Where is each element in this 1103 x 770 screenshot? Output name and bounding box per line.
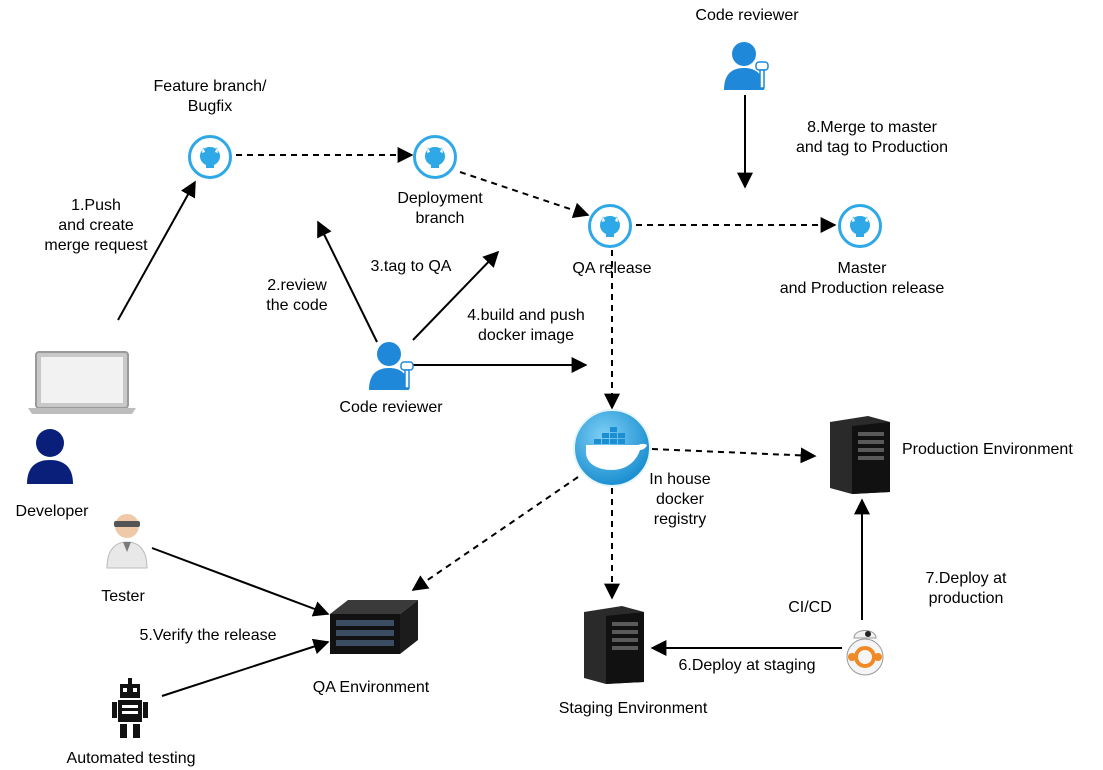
edge-deploy-staging-label: 6.Deploy at staging [678, 657, 816, 674]
tester-icon [106, 514, 148, 569]
master-github-icon [838, 204, 882, 248]
edge-tag-qa-label: 3.tag to QA [370, 258, 452, 275]
deployment-branch-label: Deployment branch [397, 190, 483, 227]
code-reviewer-top-icon [724, 42, 769, 90]
qa-env-label: QA Environment [312, 679, 430, 696]
docker-registry-icon [573, 409, 651, 487]
master-label: Master and Production release [779, 260, 945, 297]
edge-deploy-production-label: 7.Deploy at production [925, 570, 1007, 607]
edge-registry-to-production [651, 447, 817, 464]
edge-tag-qa [412, 250, 500, 341]
edge-registry-to-qa-env [411, 476, 579, 591]
qa-server-icon [330, 600, 418, 654]
production-env-label: Production Environment [902, 441, 1073, 458]
developer-icon [27, 429, 73, 484]
edge-push [117, 180, 196, 321]
edge-push-label: 1.Push and create merge request [44, 197, 148, 254]
edge-build-push-label: 4.build and push docker image [467, 307, 585, 344]
cicd-droid-icon [846, 630, 884, 676]
qa-release-label: QA release [572, 260, 652, 277]
code-reviewer-top-label: Code reviewer [695, 7, 799, 24]
tester-label: Tester [101, 588, 145, 605]
cicd-label: CI/CD [788, 599, 832, 616]
laptop-icon [28, 351, 136, 414]
automated-testing-label: Automated testing [66, 750, 196, 767]
feature-branch-label: Feature branch/ Bugfix [153, 78, 267, 115]
feature-branch-github-icon [188, 135, 232, 179]
edge-verify-label: 5.Verify the release [139, 627, 277, 644]
staging-server-icon [584, 606, 644, 684]
robot-icon [112, 678, 148, 738]
staging-env-label: Staging Environment [558, 700, 708, 717]
edge-automated-verify [161, 638, 330, 697]
edge-deployment-to-qa-release [459, 171, 590, 218]
code-reviewer-mid-icon [369, 342, 414, 390]
edge-review [317, 220, 378, 343]
edge-merge-master-label: 8.Merge to master and tag to Production [795, 119, 949, 156]
deployment-branch-github-icon [413, 135, 457, 179]
code-reviewer-mid-label: Code reviewer [339, 399, 443, 416]
production-server-icon [830, 416, 890, 494]
edge-review-label: 2.review the code [266, 277, 328, 314]
qa-release-github-icon [588, 204, 632, 248]
docker-registry-label: In house docker registry [649, 471, 711, 528]
edge-tester-verify [151, 547, 330, 617]
developer-label: Developer [15, 503, 89, 520]
